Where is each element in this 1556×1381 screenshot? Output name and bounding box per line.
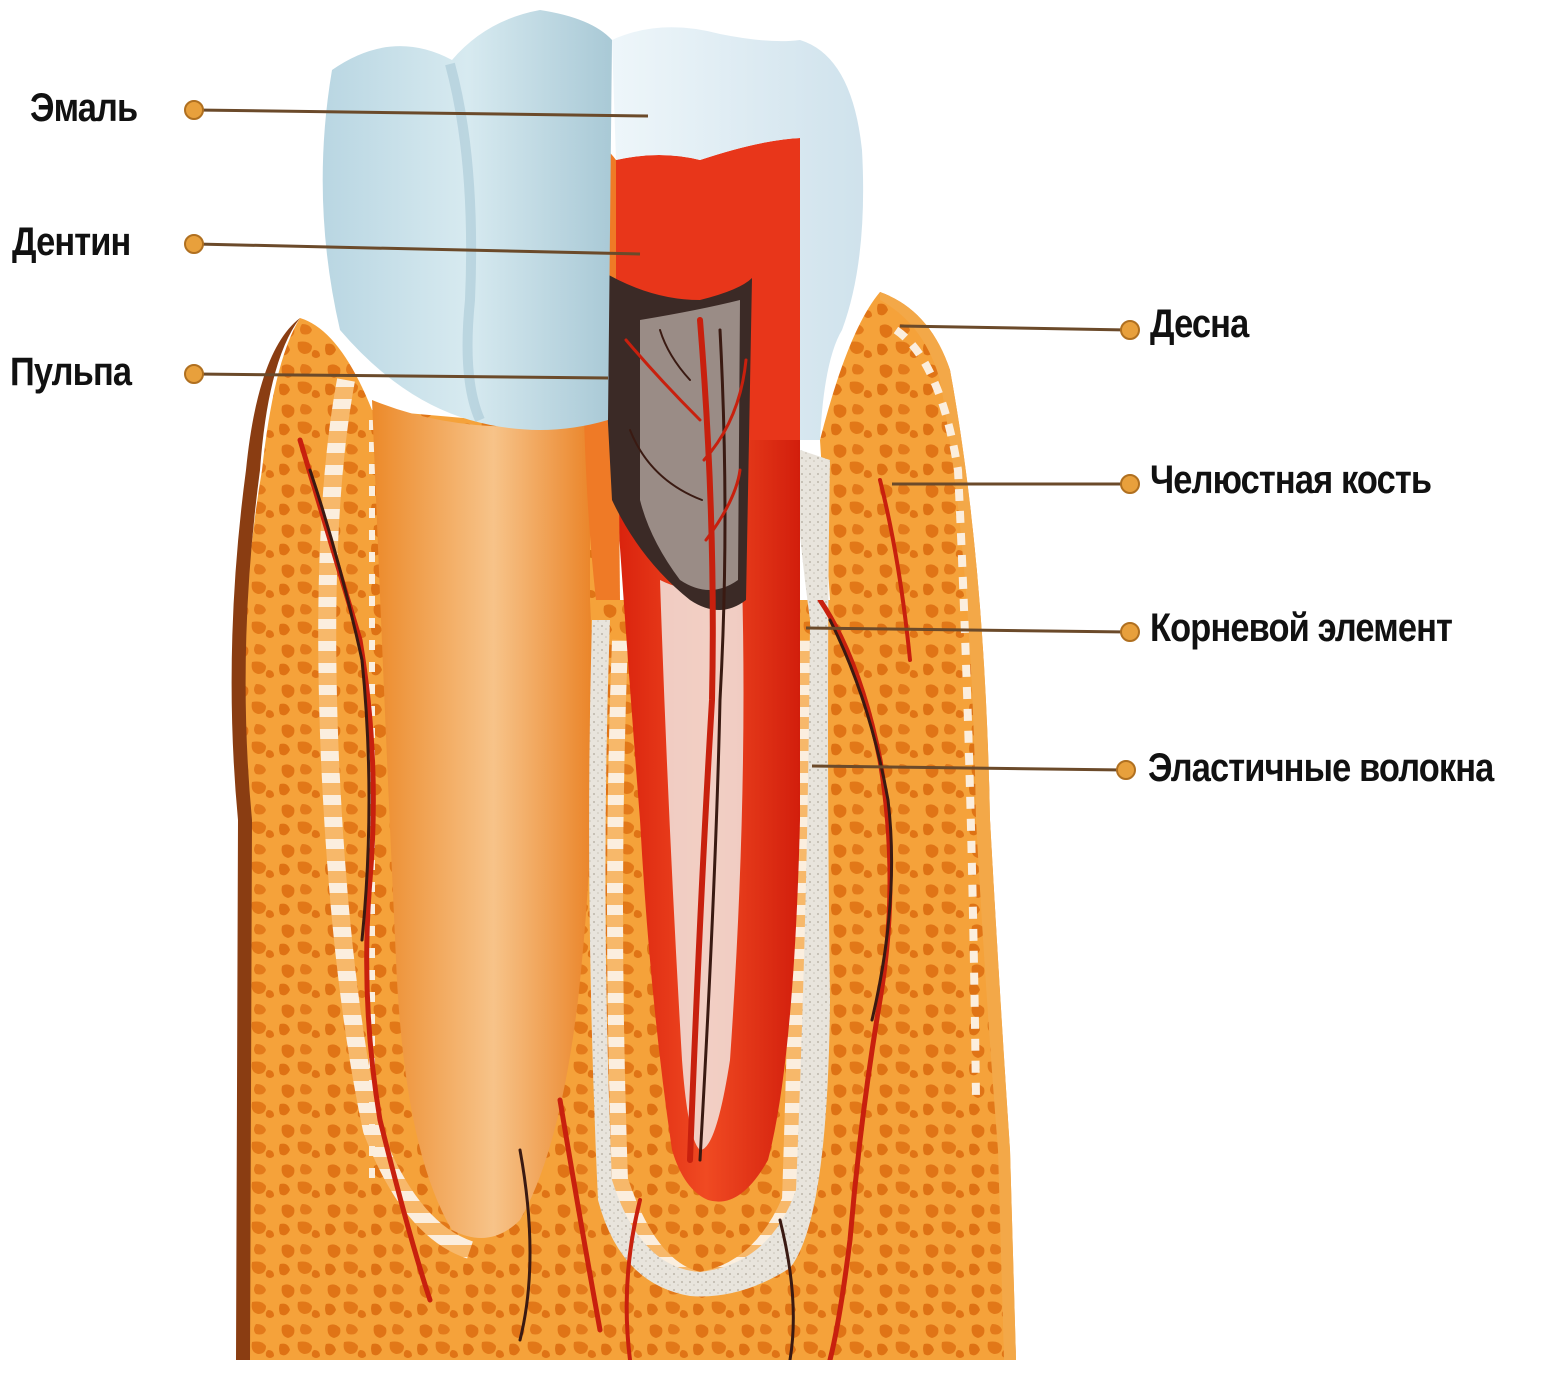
label-enamel: Эмаль — [30, 88, 137, 128]
pulp-dot — [185, 365, 203, 383]
label-pulp: Пульпа — [10, 352, 131, 392]
enamel-dot — [185, 101, 203, 119]
label-elastic-fibers: Эластичные волокна — [1148, 748, 1493, 788]
label-dentin: Дентин — [12, 222, 130, 262]
label-gum: Десна — [1150, 304, 1248, 344]
dentin-dot — [185, 235, 203, 253]
root-element-dot — [1121, 623, 1139, 641]
label-jaw-bone: Челюстная кость — [1150, 460, 1431, 500]
gum-dot — [1121, 321, 1139, 339]
elastic-fibers-dot — [1117, 761, 1135, 779]
label-root-element: Корневой элемент — [1150, 608, 1452, 648]
jaw-bone-dot — [1121, 475, 1139, 493]
